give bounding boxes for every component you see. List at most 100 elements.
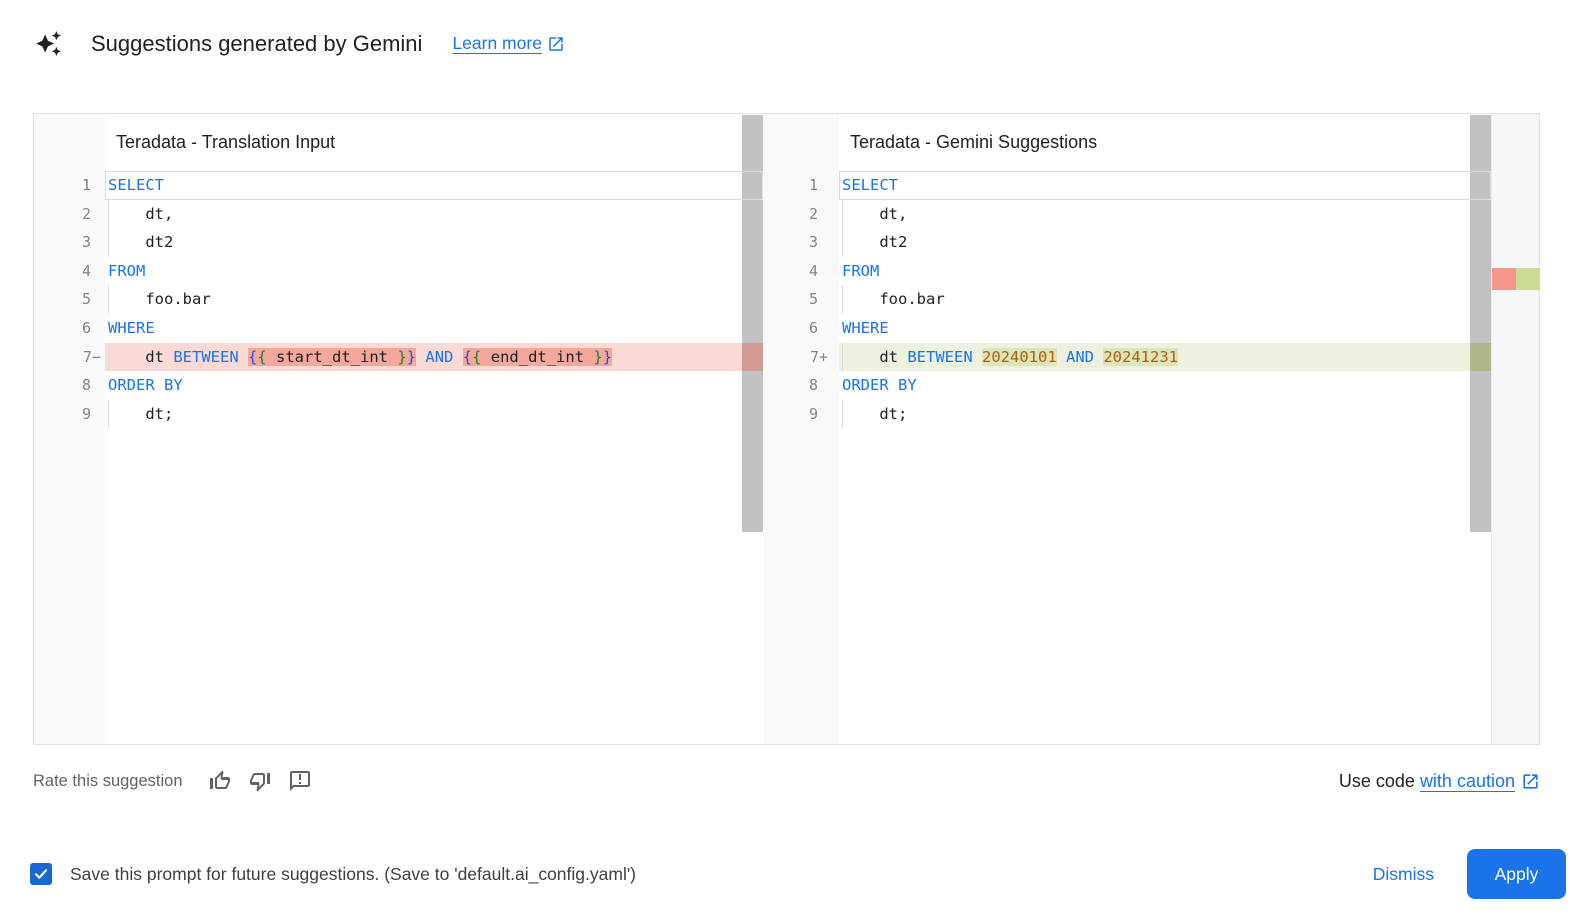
diff-overview-ruler[interactable] [1491,114,1540,744]
line-number: 6 [81,318,91,337]
line-number: 5 [81,290,91,309]
code-line: dt, [839,199,1491,229]
line-number: 1 [808,176,818,194]
code-line: WHERE [105,314,763,343]
code-token: BETWEEN [907,347,973,366]
learn-more-label: Learn more [452,33,542,53]
thumb-up-button[interactable] [207,768,233,794]
code-token: start_dt_int [266,347,398,366]
learn-more-link[interactable]: Learn more [452,33,565,54]
code-token [453,348,462,366]
feedback-icon [289,771,310,791]
thumb-down-button[interactable] [247,768,273,794]
code-line: WHERE [839,314,1491,343]
line-number: 9 [808,404,818,423]
page-title: Suggestions generated by Gemini [91,30,423,56]
ruler-added-mark [1516,268,1540,290]
code-token: end_dt_int [481,347,594,366]
code-token: dt2 [108,233,174,252]
code-token: AND [425,347,454,366]
code-token: dt; [108,404,174,423]
line-number: 4 [808,261,818,280]
code-token: BETWEEN [173,347,239,366]
code-token: dt2 [842,233,908,252]
code-token: dt; [842,404,908,423]
code-token: SELECT [842,176,898,194]
line-number: 3 [808,233,818,252]
feedback-row: Rate this suggestion Use code with cauti… [33,768,1540,794]
scrollbar-deleted-tint [742,342,763,372]
code-line: ORDER BY [839,371,1491,400]
code-line: SELECT [105,171,763,200]
line-number: 4 [81,261,91,280]
code-token: SELECT [108,176,164,194]
code-token [416,348,425,366]
code-token [1057,348,1066,366]
vertical-scrollbar[interactable] [1470,115,1491,532]
code-token [973,348,982,366]
with-caution-link[interactable]: with caution [1419,770,1515,791]
code-line: dt2 [839,228,1491,257]
code-token: dt, [108,204,174,223]
code-token: { [257,347,267,366]
code-line: dt BETWEEN 20240101 AND 20241231 [839,342,1491,372]
line-number: 3 [81,233,91,252]
code-line: dt; [839,399,1491,429]
code-token: } [406,347,417,366]
code-token: } [397,347,407,366]
thumb-up-icon [209,770,230,789]
save-prompt-label: Save this prompt for future suggestions.… [70,863,636,884]
code-token: AND [1066,347,1094,366]
code-token: ORDER BY [842,376,917,395]
open-in-new-icon [1523,773,1538,789]
action-buttons: Dismiss Apply [1357,849,1566,899]
code-editor-modified[interactable]: Teradata - Gemini Suggestions SELECT dt,… [839,114,1491,744]
thumb-down-icon [249,773,270,792]
code-token: FROM [108,261,146,280]
ruler-deleted-mark [1492,268,1516,290]
feedback-button[interactable] [287,768,313,794]
code-line: FROM [839,257,1491,286]
open-in-new-icon [549,36,563,51]
code-token: dt [108,347,174,366]
code-token: 20241231 [1103,347,1178,366]
check-icon [34,869,48,879]
code-token: } [602,347,613,366]
panel-title-original: Teradata - Translation Input [116,132,336,152]
code-line: dt BETWEEN {{ start_dt_int }} AND {{ end… [105,342,763,372]
rate-label: Rate this suggestion [33,771,183,790]
code-token: foo.bar [842,290,945,309]
gemini-sparkle-icon [35,30,62,57]
code-token: foo.bar [108,290,211,309]
code-token: { [462,347,473,366]
code-line: dt2 [105,228,763,257]
use-code-prefix: Use code [1338,770,1415,791]
vertical-scrollbar[interactable] [742,115,763,532]
line-number: 9 [81,404,91,423]
save-prompt-group: Save this prompt for future suggestions.… [30,863,636,885]
code-token: dt [842,347,908,366]
code-token [239,348,248,366]
line-number: 8 [808,376,818,395]
code-line: dt, [105,199,763,229]
apply-button[interactable]: Apply [1467,849,1566,899]
dismiss-button[interactable]: Dismiss [1357,856,1450,893]
code-line: foo.bar [105,285,763,314]
save-prompt-checkbox[interactable] [30,863,52,885]
code-token: { [472,347,482,366]
code-token: { [248,347,258,366]
suggestions-header: Suggestions generated by Gemini Learn mo… [35,30,565,57]
action-bar: Save this prompt for future suggestions.… [30,846,1566,902]
line-number: 6 [808,318,818,337]
code-line: SELECT [839,171,1491,200]
code-editor-original[interactable]: Teradata - Translation Input SELECT dt, … [105,114,763,744]
line-number: 7− [82,347,101,366]
